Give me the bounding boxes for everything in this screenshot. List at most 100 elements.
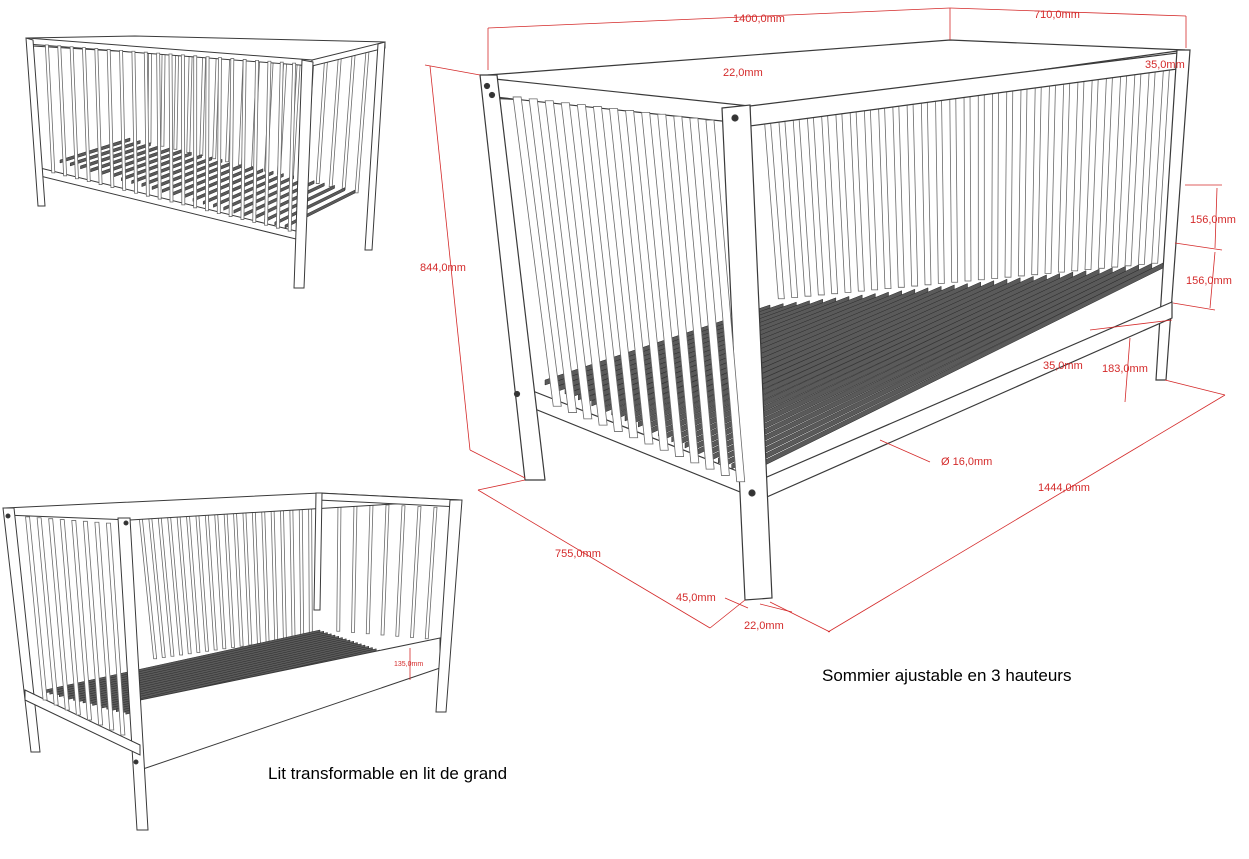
dimension-lines — [409, 7, 1226, 680]
dim-step-lower: 156,0mm — [1186, 275, 1232, 287]
main-front-bar — [544, 100, 593, 420]
dim-width-bottom: 755,0mm — [555, 548, 601, 560]
caption-convertible-bed: Lit transformable en lit de grand — [268, 764, 507, 783]
main-back-bar — [806, 111, 825, 296]
main-back-bar — [977, 88, 985, 281]
main-back-bar — [820, 109, 839, 295]
small-back-bar — [315, 44, 329, 184]
conv-front-bar — [94, 521, 115, 731]
conv-side-bar — [424, 506, 438, 640]
conv-front-bar — [106, 522, 126, 736]
small-back-bar — [173, 40, 180, 150]
main-front-bar — [673, 115, 715, 470]
small-front-bar — [205, 56, 210, 212]
small-front-bar — [275, 61, 284, 229]
conv-front-bar — [36, 517, 59, 706]
conv-back-bar — [223, 511, 235, 648]
small-front-bar — [180, 54, 186, 206]
conv-front-bar — [59, 519, 81, 716]
main-back-bar — [1031, 80, 1042, 276]
main-back-bar — [1057, 77, 1071, 273]
dim-length-bottom: 1444,0mm — [1038, 482, 1090, 494]
small-back-bar — [341, 44, 357, 191]
small-front-bars — [44, 44, 297, 232]
main-back-bar — [991, 86, 999, 279]
main-front-bar — [641, 111, 685, 457]
small-front-bar — [106, 49, 115, 188]
conv-side-bar — [336, 502, 342, 632]
main-front-bar — [560, 102, 608, 426]
small-back-bar — [186, 40, 193, 153]
conv-back-bar — [279, 505, 287, 641]
crib-small-view — [25, 35, 386, 289]
main-back-bar — [1017, 82, 1028, 277]
dim-post-thickness: 22,0mm — [744, 620, 784, 632]
small-back-bar — [354, 45, 370, 194]
small-front-bar — [44, 44, 56, 174]
small-slat — [121, 151, 192, 182]
main-back-bar — [963, 90, 972, 282]
small-back-bar — [328, 44, 343, 188]
main-back-bar — [863, 104, 879, 291]
main-front-bar — [609, 108, 654, 445]
small-front-bar — [143, 51, 150, 197]
dim-base-offset: 183,0mm — [1102, 363, 1148, 375]
small-front-bar — [193, 55, 198, 209]
conv-back-bar — [308, 503, 313, 637]
conv-side-bar — [365, 503, 374, 635]
main-back-bar — [892, 100, 905, 288]
main-back-bar — [835, 108, 852, 293]
small-front-bar — [252, 59, 259, 223]
dim-bar-diameter: Ø 16,0mm — [941, 456, 992, 468]
conv-back-bar — [289, 505, 296, 640]
main-back-bar — [935, 94, 945, 284]
main-back-bar — [1097, 71, 1114, 269]
main-back-bar — [1137, 65, 1156, 265]
main-back-bar — [920, 96, 932, 286]
main-back-bar — [849, 106, 865, 292]
small-front-bar — [168, 53, 174, 203]
small-front-bar — [264, 60, 272, 226]
main-back-bar — [1124, 67, 1142, 267]
conv-back-bar — [298, 504, 305, 638]
dim-post-width-top: 35,0mm — [1145, 59, 1185, 71]
main-front-bar — [657, 113, 700, 464]
main-back-bar — [1071, 75, 1085, 272]
small-slat — [192, 168, 264, 202]
small-front-bar — [82, 47, 91, 183]
crib-main-view — [479, 39, 1191, 601]
main-back-bars — [763, 63, 1171, 300]
small-front-bar — [94, 48, 103, 185]
small-front-bar — [228, 58, 235, 217]
dim-length-top: 1400,0mm — [733, 13, 785, 25]
small-front-bar — [216, 57, 222, 215]
main-front-bars — [512, 96, 746, 483]
crib-converted-view — [2, 492, 463, 831]
dim-height-total: 844,0mm — [420, 262, 466, 274]
small-front-bar — [287, 62, 297, 232]
small-front-bar — [156, 52, 162, 200]
conv-back-bar — [261, 507, 270, 643]
main-front-bar — [689, 117, 730, 476]
small-back-bar — [199, 41, 207, 156]
conv-back-bar — [232, 510, 244, 647]
conv-back-bar — [270, 506, 279, 642]
main-front-bar — [625, 110, 669, 451]
small-front-bar — [240, 59, 247, 220]
main-front-bar — [512, 96, 562, 407]
conv-side-bar — [410, 506, 422, 638]
main-front-bar — [592, 106, 639, 439]
dim-rail-thickness: 22,0mm — [723, 67, 763, 79]
small-front-bar — [69, 46, 79, 180]
small-slat — [274, 187, 346, 226]
main-back-bar — [906, 98, 919, 287]
small-front-bar — [57, 45, 68, 177]
dim-side-panel-height: 135,0mm — [394, 661, 423, 668]
small-back-bar — [160, 40, 166, 147]
main-front-bar — [576, 104, 623, 432]
main-back-bar — [1044, 79, 1057, 274]
caption-adjustable-base: Sommier ajustable en 3 hauteurs — [822, 666, 1071, 685]
small-slat — [284, 189, 356, 229]
main-back-bar — [949, 92, 959, 283]
